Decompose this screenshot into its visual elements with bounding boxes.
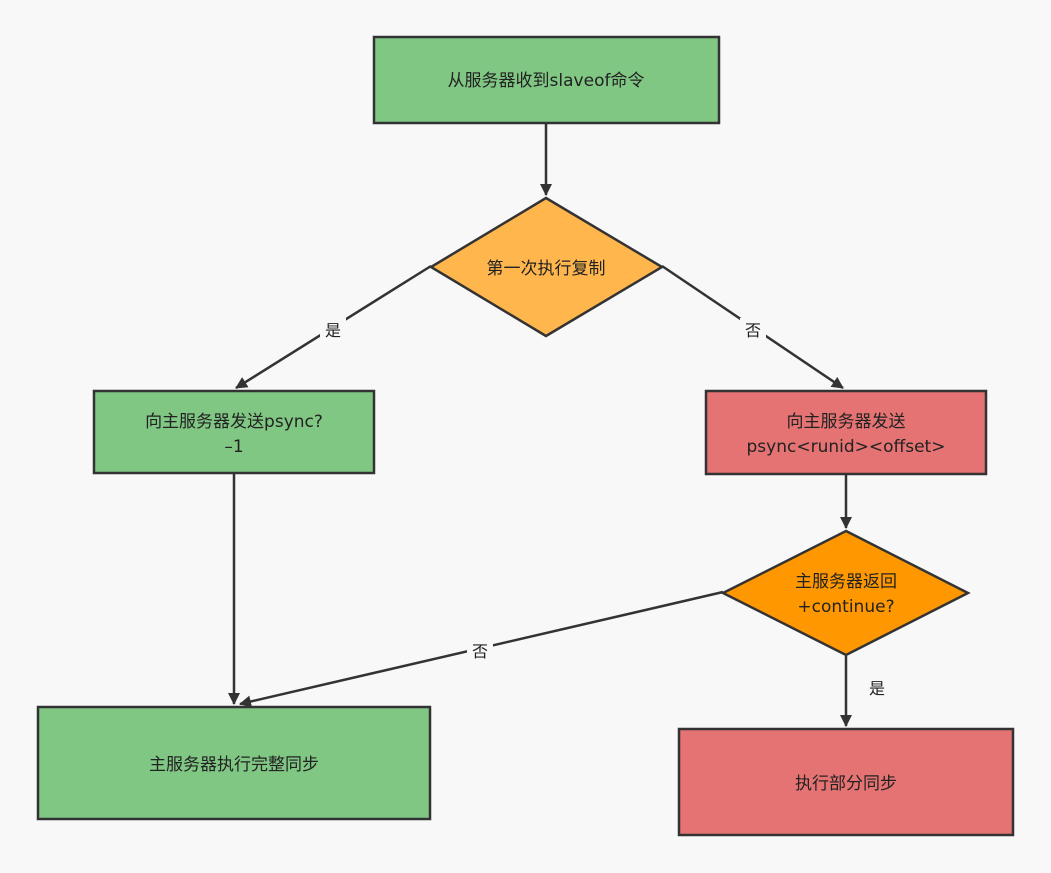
first-time-decision-label: 第一次执行复制 [487, 259, 606, 279]
send-psync-partial-label-line1: 向主服务器发送 [787, 412, 906, 432]
master-continue-decision-label-line2: +continue? [797, 597, 894, 617]
edge-label-bg [740, 318, 766, 342]
edge-label-bg [320, 318, 346, 342]
edge-label-first-no: 否 [745, 321, 761, 340]
edge-label-first-yes: 是 [325, 321, 341, 340]
full-sync-label: 主服务器执行完整同步 [149, 755, 319, 775]
first-time-decision [428, 196, 665, 338]
full-sync-node [36, 705, 432, 821]
partial-sync-label: 执行部分同步 [795, 774, 897, 794]
send-psync-full-node [92, 389, 376, 475]
master-continue-decision-label-line1: 主服务器返回 [795, 572, 897, 592]
send-psync-full-label-line1: 向主服务器发送psync? [145, 412, 323, 432]
edge-label-continue-no: 否 [472, 642, 488, 661]
start-node [372, 35, 721, 125]
send-psync-partial-label-line2: psync<runid><offset> [747, 437, 946, 457]
edge-label-bg [467, 639, 493, 663]
edge-label-bg [864, 676, 890, 700]
partial-sync-node [677, 727, 1015, 837]
edge-label-continue-yes: 是 [869, 679, 885, 698]
send-psync-full-label-line2: –1 [224, 437, 243, 457]
send-psync-partial-node [704, 389, 988, 476]
master-continue-decision [720, 529, 971, 657]
start-node-label: 从服务器收到slaveof命令 [448, 71, 645, 91]
